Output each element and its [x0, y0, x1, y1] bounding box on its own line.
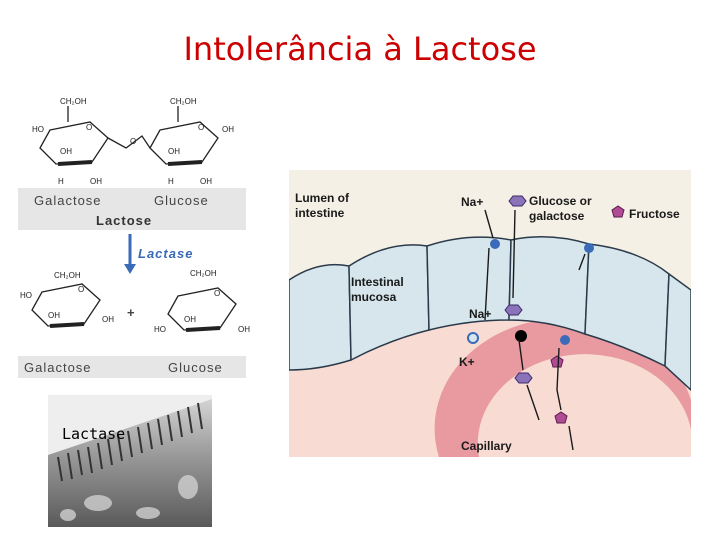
top-atom-labels: CH₂OH CH₂OH HO O O O OH OH OH H OH H OH [32, 97, 234, 186]
glucose-ring-bottom [167, 287, 237, 332]
capillary-label: Capillary [461, 439, 512, 453]
svg-text:OH: OH [60, 147, 72, 156]
transport-arrows [484, 209, 586, 451]
lactose-label: Lactose [96, 213, 153, 228]
galactose-label-top: Galactose [34, 193, 102, 208]
glut-marker [560, 335, 570, 345]
svg-text:HO: HO [154, 325, 166, 334]
mucosa-label-line1: Intestinal [351, 275, 404, 289]
lumen-label-line2: intestine [295, 206, 345, 220]
svg-text:OH: OH [222, 125, 234, 134]
galactose-ring-top [39, 106, 109, 166]
na-plus-cell: Na+ [469, 307, 491, 321]
glucose-label-bottom: Glucose [168, 360, 223, 375]
svg-text:O: O [86, 123, 92, 132]
svg-text:O: O [130, 137, 136, 146]
glucose-legend-marker [508, 195, 527, 207]
svg-text:OH: OH [102, 315, 114, 324]
k-plus-label: K+ [459, 355, 475, 369]
micrograph-label: Lactase [62, 425, 126, 443]
svg-text:OH: OH [168, 147, 180, 156]
svg-text:HO: HO [20, 291, 32, 300]
epithelial-cells [289, 236, 691, 392]
brush-border-micrograph [48, 395, 212, 527]
svg-text:O: O [198, 123, 204, 132]
svg-text:CH₂OH: CH₂OH [170, 97, 197, 106]
lumen-label-line1: Lumen of [295, 191, 350, 205]
svg-text:OH: OH [184, 315, 196, 324]
galactose-label: galactose [529, 209, 585, 223]
svg-text:O: O [78, 285, 84, 294]
galactose-ring-bottom [31, 283, 101, 328]
svg-text:H: H [168, 177, 174, 186]
page-title: Intolerância à Lactose [183, 30, 537, 68]
svg-text:OH: OH [238, 325, 250, 334]
k-ion-marker [467, 332, 479, 344]
svg-text:CH₂OH: CH₂OH [54, 271, 81, 280]
microvilli [57, 402, 203, 482]
glucose-ring-top [107, 106, 219, 166]
lactose-label-band [18, 188, 246, 230]
svg-text:H: H [58, 177, 64, 186]
glucose-label-top: Glucose [154, 193, 209, 208]
fructose-label: Fructose [629, 207, 680, 221]
fructose-to-blood-marker [554, 411, 568, 424]
product-label-band [18, 356, 246, 378]
glucose-in-cell-marker [504, 304, 523, 316]
bottom-atom-labels: CH₂OH CH₂OH HO O O OH HO OH OH OH [20, 269, 250, 334]
svg-text:CH₂OH: CH₂OH [60, 97, 87, 106]
glucose-or-label: Glucose or [529, 194, 592, 208]
na-plus-lumen: Na+ [461, 195, 483, 209]
svg-text:HO: HO [32, 125, 44, 134]
lactase-enzyme-label: Lactase [138, 246, 194, 261]
svg-text:CH₂OH: CH₂OH [190, 269, 217, 278]
mucosa-label-line2: mucosa [351, 290, 397, 304]
plus-sign: + [127, 305, 136, 320]
fructose-in-cell-marker [550, 355, 564, 368]
na-ion-marker [490, 239, 500, 249]
na-k-pump-marker [515, 330, 527, 342]
hydrolysis-arrowhead [124, 264, 136, 274]
svg-text:O: O [214, 289, 220, 298]
svg-text:OH: OH [90, 177, 102, 186]
fructose-legend-marker [611, 205, 625, 218]
svg-text:OH: OH [48, 311, 60, 320]
glucose-to-blood-marker [514, 372, 533, 384]
galactose-label-bottom: Galactose [24, 360, 92, 375]
svg-text:OH: OH [200, 177, 212, 186]
intestinal-transport-diagram: Lumen of intestine Na+ Glucose or galact… [289, 170, 691, 457]
fructose-transporter-marker [584, 243, 594, 253]
